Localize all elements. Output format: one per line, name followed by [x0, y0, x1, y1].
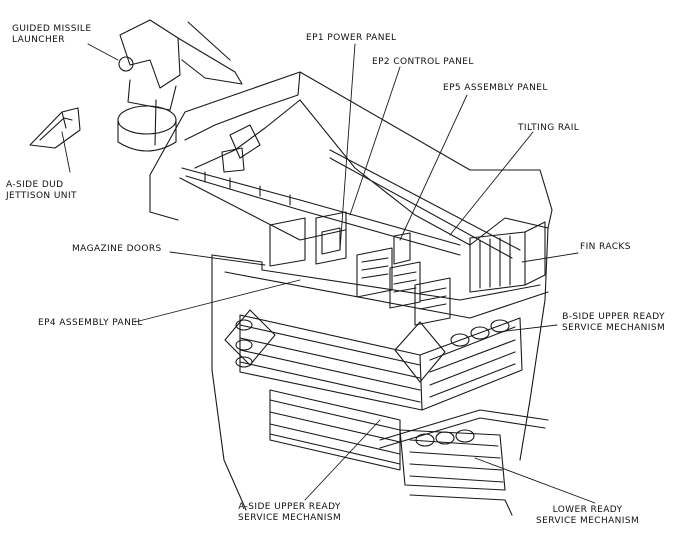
a-side-dud-jettison-unit [29, 107, 81, 149]
label-line: A-SIDE DUD [6, 180, 64, 190]
fin-racks [469, 221, 546, 293]
label-line: LOWER READY [552, 505, 623, 515]
label-line: TILTING RAIL [518, 123, 580, 133]
equipment-panels [269, 211, 451, 326]
mid-deck [379, 409, 549, 449]
label-line: MAGAZINE DOORS [72, 244, 162, 254]
label-line: EP2 CONTROL PANEL [372, 57, 474, 67]
label-ep4-assembly-panel: EP4 ASSEMBLY PANEL [38, 318, 143, 329]
label-line: LAUNCHER [12, 35, 65, 45]
label-b-side-upper-ready: B-SIDE UPPER READY SERVICE MECHANISM [562, 312, 665, 334]
label-magazine-doors: MAGAZINE DOORS [72, 244, 162, 255]
leader-lines [61, 43, 596, 504]
label-line: GUIDED MISSILE [12, 24, 92, 34]
deck-structure [149, 71, 553, 246]
label-line: SERVICE MECHANISM [238, 513, 342, 523]
guided-missile-launcher [117, 19, 243, 152]
label-line: B-SIDE UPPER READY [562, 312, 665, 322]
label-line: FIN RACKS [580, 242, 631, 252]
label-guided-missile-launcher: GUIDED MISSILE LAUNCHER [12, 24, 91, 46]
magazine-hull [211, 227, 549, 511]
label-line: SERVICE MECHANISM [562, 323, 666, 333]
label-ep5-assembly-panel: EP5 ASSEMBLY PANEL [443, 83, 548, 94]
upper-ready-service-mechanisms [224, 309, 523, 411]
tilting-rail [181, 149, 521, 259]
label-line: A-SIDE UPPER READY [238, 502, 341, 512]
label-tilting-rail: TILTING RAIL [518, 123, 579, 134]
label-line: SERVICE MECHANISM [536, 516, 640, 526]
label-line: JETTISON UNIT [6, 191, 77, 201]
label-ep1-power-panel: EP1 POWER PANEL [306, 33, 396, 44]
label-a-side-upper-ready: A-SIDE UPPER READY SERVICE MECHANISM [238, 502, 341, 524]
label-line: EP5 ASSEMBLY PANEL [443, 83, 548, 93]
lower-service-mechanisms [269, 389, 513, 516]
label-ep2-control-panel: EP2 CONTROL PANEL [372, 57, 474, 68]
label-lower-ready: LOWER READY SERVICE MECHANISM [536, 505, 639, 527]
label-fin-racks: FIN RACKS [580, 242, 631, 253]
label-line: EP4 ASSEMBLY PANEL [38, 318, 143, 328]
label-line: EP1 POWER PANEL [306, 33, 397, 43]
label-a-side-dud-jettison: A-SIDE DUD JETTISON UNIT [6, 180, 77, 202]
